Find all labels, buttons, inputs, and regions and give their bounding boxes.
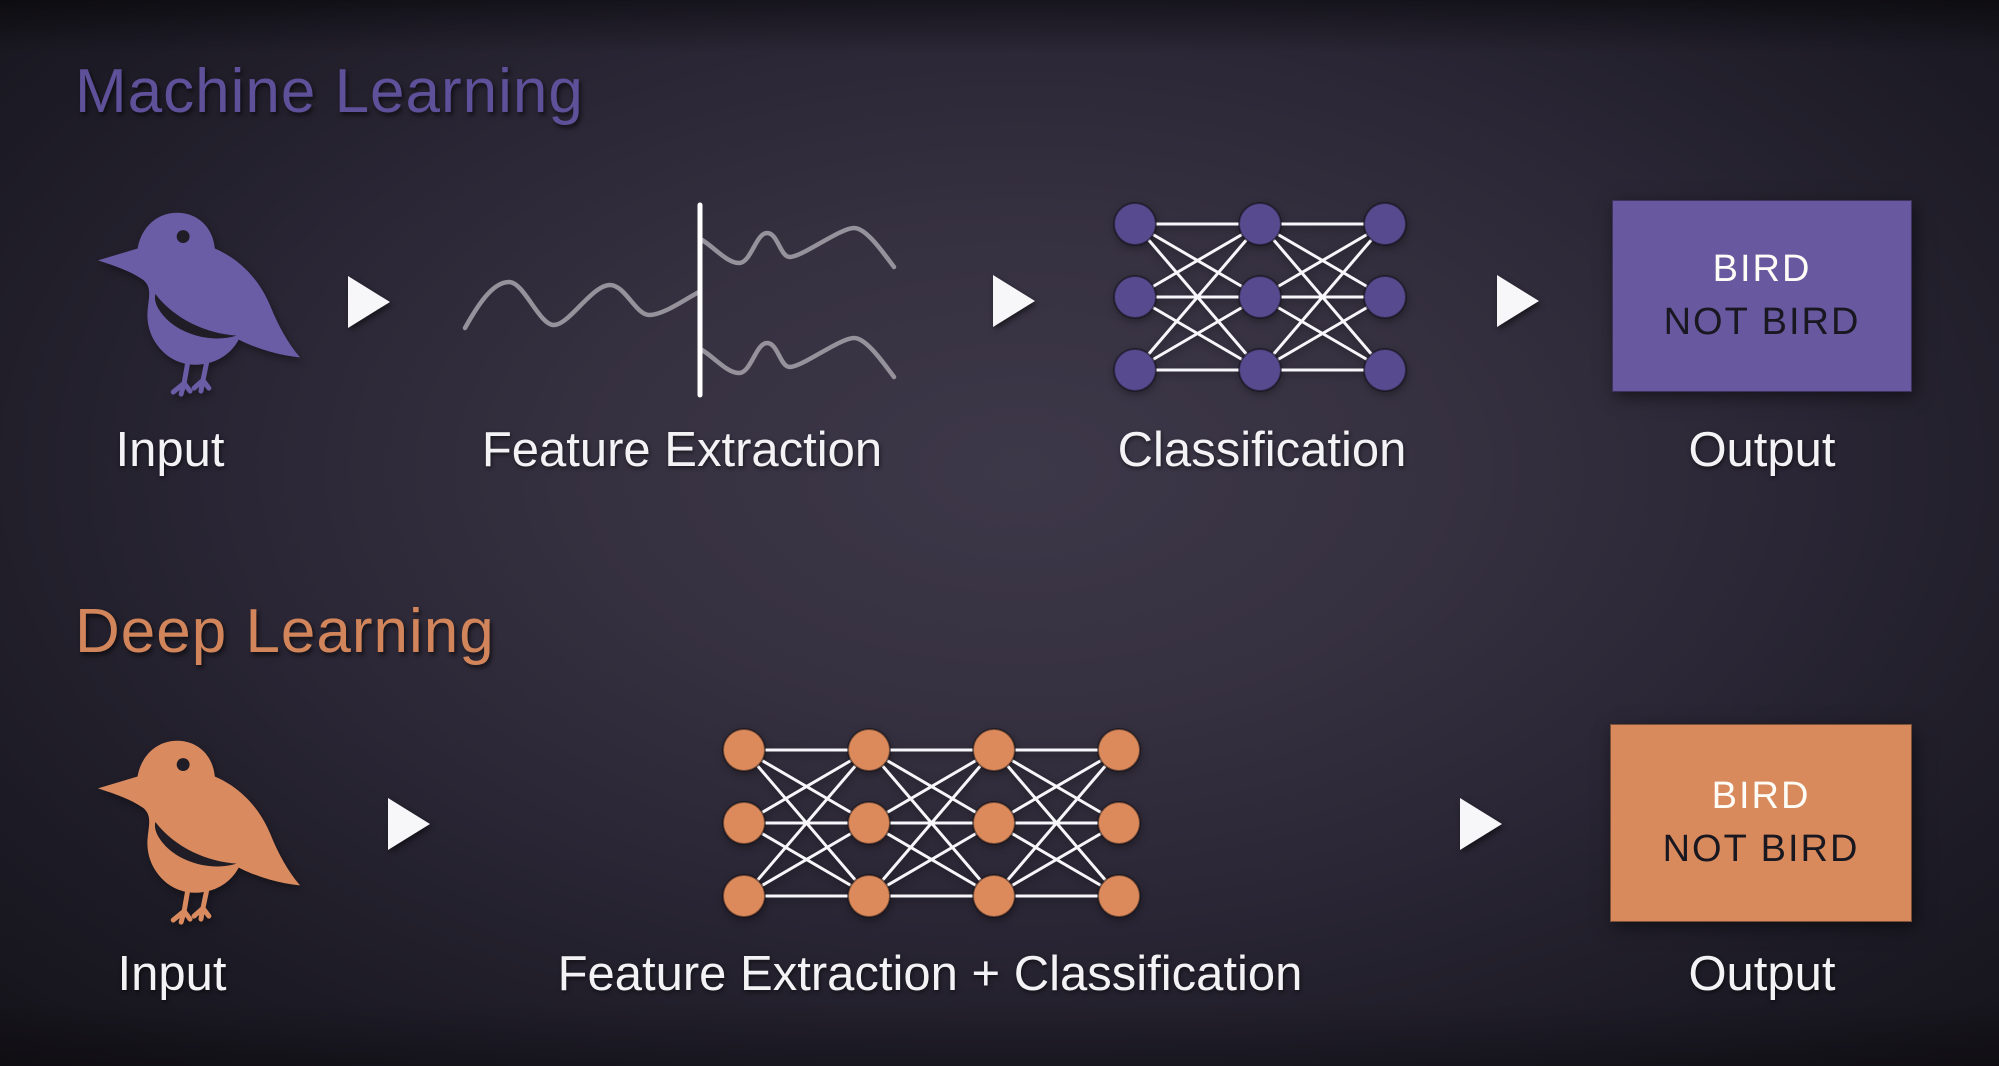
network-node bbox=[1363, 275, 1407, 319]
network-node bbox=[722, 801, 766, 845]
arrow-right-icon bbox=[1460, 798, 1502, 850]
feature-extraction-waveform bbox=[462, 202, 897, 398]
waveform-lines bbox=[462, 225, 897, 380]
network-node bbox=[1097, 874, 1141, 918]
output-not-bird-label: NOT BIRD bbox=[1662, 828, 1860, 870]
deep-network-graphic bbox=[710, 718, 1153, 928]
network-node bbox=[722, 874, 766, 918]
network-node bbox=[972, 728, 1016, 772]
network-node bbox=[1238, 348, 1282, 392]
dl-feature-extraction-classification-label: Feature Extraction + Classification bbox=[557, 947, 1303, 1001]
arrow-right-icon bbox=[1497, 275, 1539, 327]
ml-feature-extraction-label: Feature Extraction bbox=[481, 423, 883, 477]
output-bird-label: BIRD bbox=[1711, 775, 1811, 817]
dl-output-box: BIRD NOT BIRD bbox=[1610, 724, 1912, 922]
deep-learning-title: Deep Learning bbox=[75, 597, 495, 666]
network-node bbox=[1238, 202, 1282, 246]
classification-network-graphic bbox=[1101, 192, 1419, 402]
output-bird-label: BIRD bbox=[1712, 248, 1812, 290]
network-node bbox=[1363, 348, 1407, 392]
network-node bbox=[972, 874, 1016, 918]
output-not-bird-label: NOT BIRD bbox=[1663, 301, 1861, 343]
network-node bbox=[1113, 275, 1157, 319]
neural-network-svg bbox=[722, 728, 1141, 918]
network-node bbox=[1238, 275, 1282, 319]
network-node bbox=[847, 801, 891, 845]
ml-input-label: Input bbox=[115, 423, 225, 477]
network-node bbox=[1113, 348, 1157, 392]
ml-classification-label: Classification bbox=[1117, 423, 1407, 477]
arrow-right-icon bbox=[1460, 798, 1502, 850]
network-node bbox=[1097, 728, 1141, 772]
arrow-right-icon bbox=[388, 798, 430, 850]
arrow-right-icon bbox=[388, 798, 430, 850]
network-node bbox=[1363, 202, 1407, 246]
network-node bbox=[722, 728, 766, 772]
arrow-right-icon bbox=[348, 276, 390, 328]
network-node bbox=[847, 728, 891, 772]
bird-icon bbox=[92, 198, 302, 398]
ml-output-box: BIRD NOT BIRD bbox=[1612, 200, 1912, 392]
dl-input-label: Input bbox=[117, 947, 227, 1001]
network-node bbox=[1113, 202, 1157, 246]
neural-network-svg bbox=[1113, 202, 1407, 392]
arrow-right-icon bbox=[348, 276, 390, 328]
arrow-right-icon bbox=[993, 275, 1035, 327]
dl-output-label: Output bbox=[1688, 947, 1836, 1001]
bird-icon bbox=[92, 726, 302, 926]
network-node bbox=[1097, 801, 1141, 845]
machine-learning-title: Machine Learning bbox=[75, 57, 584, 126]
network-node bbox=[847, 874, 891, 918]
arrow-right-icon bbox=[1497, 275, 1539, 327]
arrow-right-icon bbox=[993, 275, 1035, 327]
ml-output-label: Output bbox=[1688, 423, 1836, 477]
network-node bbox=[972, 801, 1016, 845]
